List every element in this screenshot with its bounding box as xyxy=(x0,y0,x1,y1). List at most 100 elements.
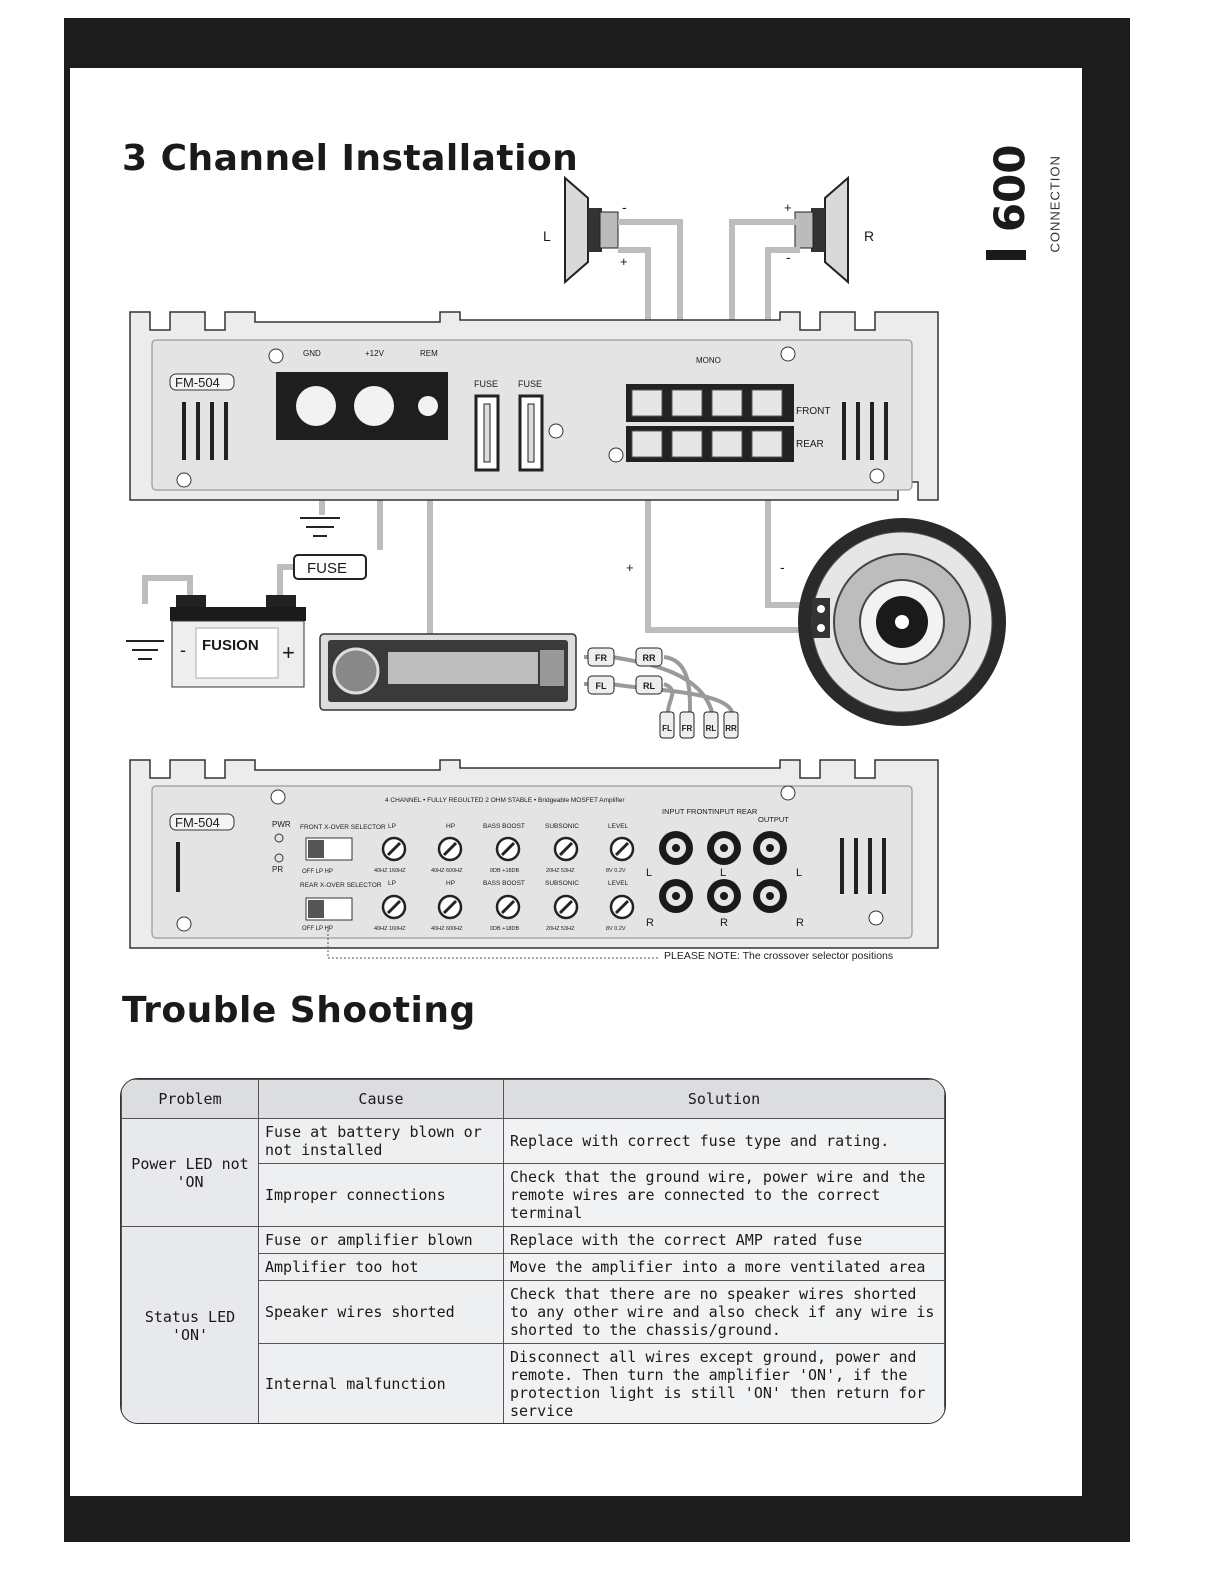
table-row: Improper connections Check that the grou… xyxy=(122,1163,945,1227)
cause-cell: Fuse or amplifier blown xyxy=(258,1226,504,1254)
installation-title: 3 Channel Installation xyxy=(122,138,579,179)
problem-cell: Power LED not 'ON xyxy=(121,1118,259,1227)
svg-text:FUSE: FUSE xyxy=(518,379,542,389)
table-row: Status LED 'ON' Fuse or amplifier blown … xyxy=(121,1226,945,1423)
cause-cell: Fuse at battery blown or not installed xyxy=(258,1118,504,1164)
svg-text:L: L xyxy=(646,867,652,879)
svg-text:FL: FL xyxy=(596,681,607,691)
svg-text:40HZ 160HZ: 40HZ 160HZ xyxy=(374,926,406,932)
svg-text:INPUT FRONT: INPUT FRONT xyxy=(662,807,713,816)
subwoofer: + - xyxy=(626,518,1006,726)
svg-text:LP: LP xyxy=(388,823,396,830)
problem-cell: Status LED 'ON' xyxy=(121,1226,259,1423)
svg-text:RL: RL xyxy=(706,724,717,733)
svg-text:0DB +18DB: 0DB +18DB xyxy=(490,868,520,874)
svg-text:BASS BOOST: BASS BOOST xyxy=(483,880,525,887)
cause-cell: Improper connections xyxy=(258,1163,504,1227)
header-solution: Solution xyxy=(503,1079,945,1119)
svg-text:FRONT X-OVER SELECTOR: FRONT X-OVER SELECTOR xyxy=(300,824,386,831)
svg-text:8V 0.2V: 8V 0.2V xyxy=(606,926,626,932)
svg-text:L: L xyxy=(720,867,726,879)
troubleshooting-title: Trouble Shooting xyxy=(122,990,476,1031)
svg-text:PWR: PWR xyxy=(272,820,291,829)
right-speaker-label: R xyxy=(864,228,874,244)
crossover-note: PLEASE NOTE: The crossover selector posi… xyxy=(664,950,894,962)
svg-text:8V 0.2V: 8V 0.2V xyxy=(606,868,626,874)
svg-text:+: + xyxy=(784,200,792,215)
solution-cell: Disconnect all wires except ground, powe… xyxy=(503,1343,945,1423)
svg-text:40HZ 600HZ: 40HZ 600HZ xyxy=(431,926,463,932)
svg-text:0DB +18DB: 0DB +18DB xyxy=(490,926,520,932)
svg-text:LEVEL: LEVEL xyxy=(608,880,629,887)
svg-text:FUSE: FUSE xyxy=(474,379,498,389)
svg-text:FR: FR xyxy=(595,653,607,663)
battery-brand: FUSION xyxy=(202,637,259,654)
table-row: Internal malfunction Disconnect all wire… xyxy=(122,1343,945,1423)
battery: FUSION - + xyxy=(170,595,306,688)
svg-text:+: + xyxy=(282,640,295,665)
header-problem: Problem xyxy=(121,1079,259,1119)
inline-fuse-label: FUSE xyxy=(307,560,347,577)
svg-text:OFF LP HP: OFF LP HP xyxy=(302,926,333,932)
svg-text:R: R xyxy=(720,917,728,929)
solution-cell: Replace with the correct AMP rated fuse xyxy=(503,1226,945,1254)
svg-text:FR: FR xyxy=(682,724,693,733)
svg-text:-: - xyxy=(180,640,186,660)
left-speaker: L - + xyxy=(543,175,628,285)
svg-text:4 CHANNEL • FULLY REGULTED 2 O: 4 CHANNEL • FULLY REGULTED 2 OHM STABLE … xyxy=(385,797,625,804)
svg-text:+12V: +12V xyxy=(365,349,385,358)
amp-model-panel: FM-504 xyxy=(175,815,220,830)
cause-cell: Amplifier too hot xyxy=(258,1253,504,1281)
svg-text:OUTPUT: OUTPUT xyxy=(758,815,789,824)
ground-symbol xyxy=(126,517,340,660)
svg-text:HP: HP xyxy=(446,880,455,887)
header-cause: Cause xyxy=(258,1079,504,1119)
svg-text:LEVEL: LEVEL xyxy=(608,823,629,830)
svg-text:RL: RL xyxy=(643,681,655,691)
svg-text:PR: PR xyxy=(272,865,283,874)
svg-text:GND: GND xyxy=(303,349,321,358)
solution-cell: Replace with correct fuse type and ratin… xyxy=(503,1118,945,1164)
svg-text:RR: RR xyxy=(643,653,656,663)
svg-text:LP: LP xyxy=(388,880,396,887)
svg-text:FL: FL xyxy=(662,724,672,733)
svg-text:SUBSONIC: SUBSONIC xyxy=(545,880,579,887)
svg-text:40HZ 600HZ: 40HZ 600HZ xyxy=(431,868,463,874)
page-border-bottom xyxy=(64,1496,1130,1542)
svg-text:HP: HP xyxy=(446,823,455,830)
svg-text:-: - xyxy=(622,199,627,215)
right-speaker: R + - xyxy=(784,175,874,285)
svg-text:INPUT REAR: INPUT REAR xyxy=(712,807,758,816)
solution-cell: Check that the ground wire, power wire a… xyxy=(503,1163,945,1227)
wiring-diagram: L - + R + - xyxy=(126,175,1006,959)
table-header-row: Problem Cause Solution xyxy=(121,1079,945,1119)
svg-text:RR: RR xyxy=(725,724,737,733)
svg-text:BASS BOOST: BASS BOOST xyxy=(483,823,525,830)
solution-cell: Move the amplifier into a more ventilate… xyxy=(503,1253,945,1281)
svg-text:40HZ 160HZ: 40HZ 160HZ xyxy=(374,868,406,874)
svg-text:SUBSONIC: SUBSONIC xyxy=(545,823,579,830)
svg-text:20HZ 53HZ: 20HZ 53HZ xyxy=(546,868,575,874)
svg-text:FRONT: FRONT xyxy=(796,406,830,417)
table-row: Speaker wires shorted Check that there a… xyxy=(122,1280,945,1344)
cause-cell: Speaker wires shorted xyxy=(258,1280,504,1344)
table-row: Power LED not 'ON Fuse at battery blown … xyxy=(121,1118,945,1227)
page-number-bar xyxy=(986,250,1026,260)
svg-text:REM: REM xyxy=(420,349,438,358)
amplifier-top: FM-504 GND +12V REM FUSE FUSE xyxy=(129,311,939,501)
svg-text:-: - xyxy=(780,559,785,575)
inline-fuse xyxy=(293,554,367,580)
troubleshooting-table: Problem Cause Solution Power LED not 'ON… xyxy=(120,1078,946,1424)
page-border-right xyxy=(1082,18,1130,1540)
page-border-top xyxy=(64,18,1130,68)
svg-text:+: + xyxy=(626,560,634,575)
page-border-left xyxy=(64,18,70,1542)
svg-text:REAR: REAR xyxy=(796,439,824,450)
cause-cell: Internal malfunction xyxy=(258,1343,504,1423)
head-unit xyxy=(319,633,577,711)
solution-cell: Check that there are no speaker wires sh… xyxy=(503,1280,945,1344)
svg-text:R: R xyxy=(796,917,804,929)
svg-text:L: L xyxy=(796,867,802,879)
svg-text:REAR X-OVER SELECTOR: REAR X-OVER SELECTOR xyxy=(300,882,382,889)
amp-model-top: FM-504 xyxy=(175,375,220,390)
